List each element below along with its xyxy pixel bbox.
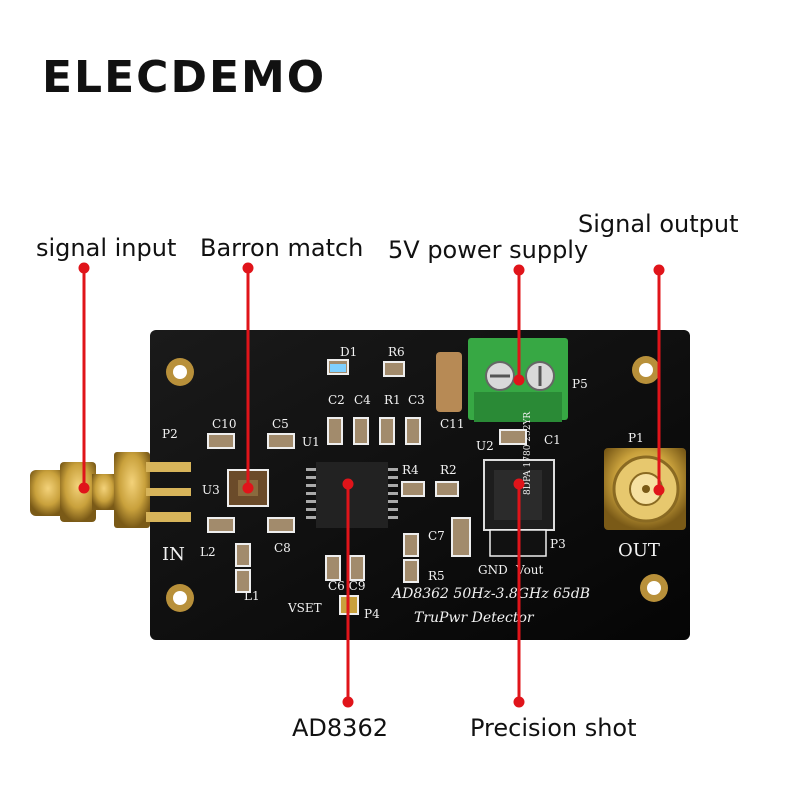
ref-c10: C10 [212,417,236,431]
callout-chip: AD8362 [292,714,388,742]
ref-r2: R2 [440,463,457,477]
ref-d1: D1 [340,345,357,359]
ref-l2: L2 [200,545,216,559]
ref-c3: C3 [408,393,425,407]
ref-r1: R1 [384,393,401,407]
ref-p4: P4 [364,607,380,621]
capacitor-c11 [436,352,462,412]
ref-p1: P1 [628,431,644,445]
ref-u3: U3 [202,483,220,497]
led-d1 [330,364,346,372]
chip-ad8362 [306,462,398,528]
callout-power-supply: 5V power supply [388,236,589,264]
in-label: IN [162,544,185,565]
vout-label: Vout [515,563,544,577]
ref-c5: C5 [272,417,289,431]
ref-l1: L1 [244,589,260,603]
ref-p3: P3 [550,537,566,551]
gnd-label: GND [478,563,508,577]
ref-c11: C11 [440,417,464,431]
callout-precision-shot: Precision shot [470,714,637,742]
ref-p2: P2 [162,427,178,441]
callout-barron-match: Barron match [200,234,364,262]
mounting-holes [166,356,668,612]
smd-components [207,359,527,593]
callout-lines [78,262,665,708]
ref-r4: R4 [402,463,419,477]
u2-marking: 8DPA 1780 252YR [523,412,533,495]
ref-c1: C1 [544,433,561,447]
sma-input-connector [30,452,191,528]
board-title-line2: TruPwr Detector [414,610,535,626]
ref-r6: R6 [388,345,405,359]
board-title-line1: AD8362 50Hz-3.8GHz 65dB [390,586,590,602]
ref-r5: R5 [428,569,445,583]
ref-u1: U1 [302,435,320,449]
ref-p5: P5 [572,377,588,391]
ref-c2: C2 [328,393,345,407]
callout-signal-output: Signal output [578,210,739,238]
ref-c8: C8 [274,541,291,555]
callout-signal-input: signal input [36,234,177,262]
ref-u2: U2 [476,439,494,453]
ref-c4: C4 [354,393,371,407]
sma-output-connector [604,448,686,530]
vset-label: VSET [287,601,322,615]
ref-c7: C7 [428,529,445,543]
out-label: OUT [618,540,660,561]
brand-title: ELECDEMO [42,52,327,103]
